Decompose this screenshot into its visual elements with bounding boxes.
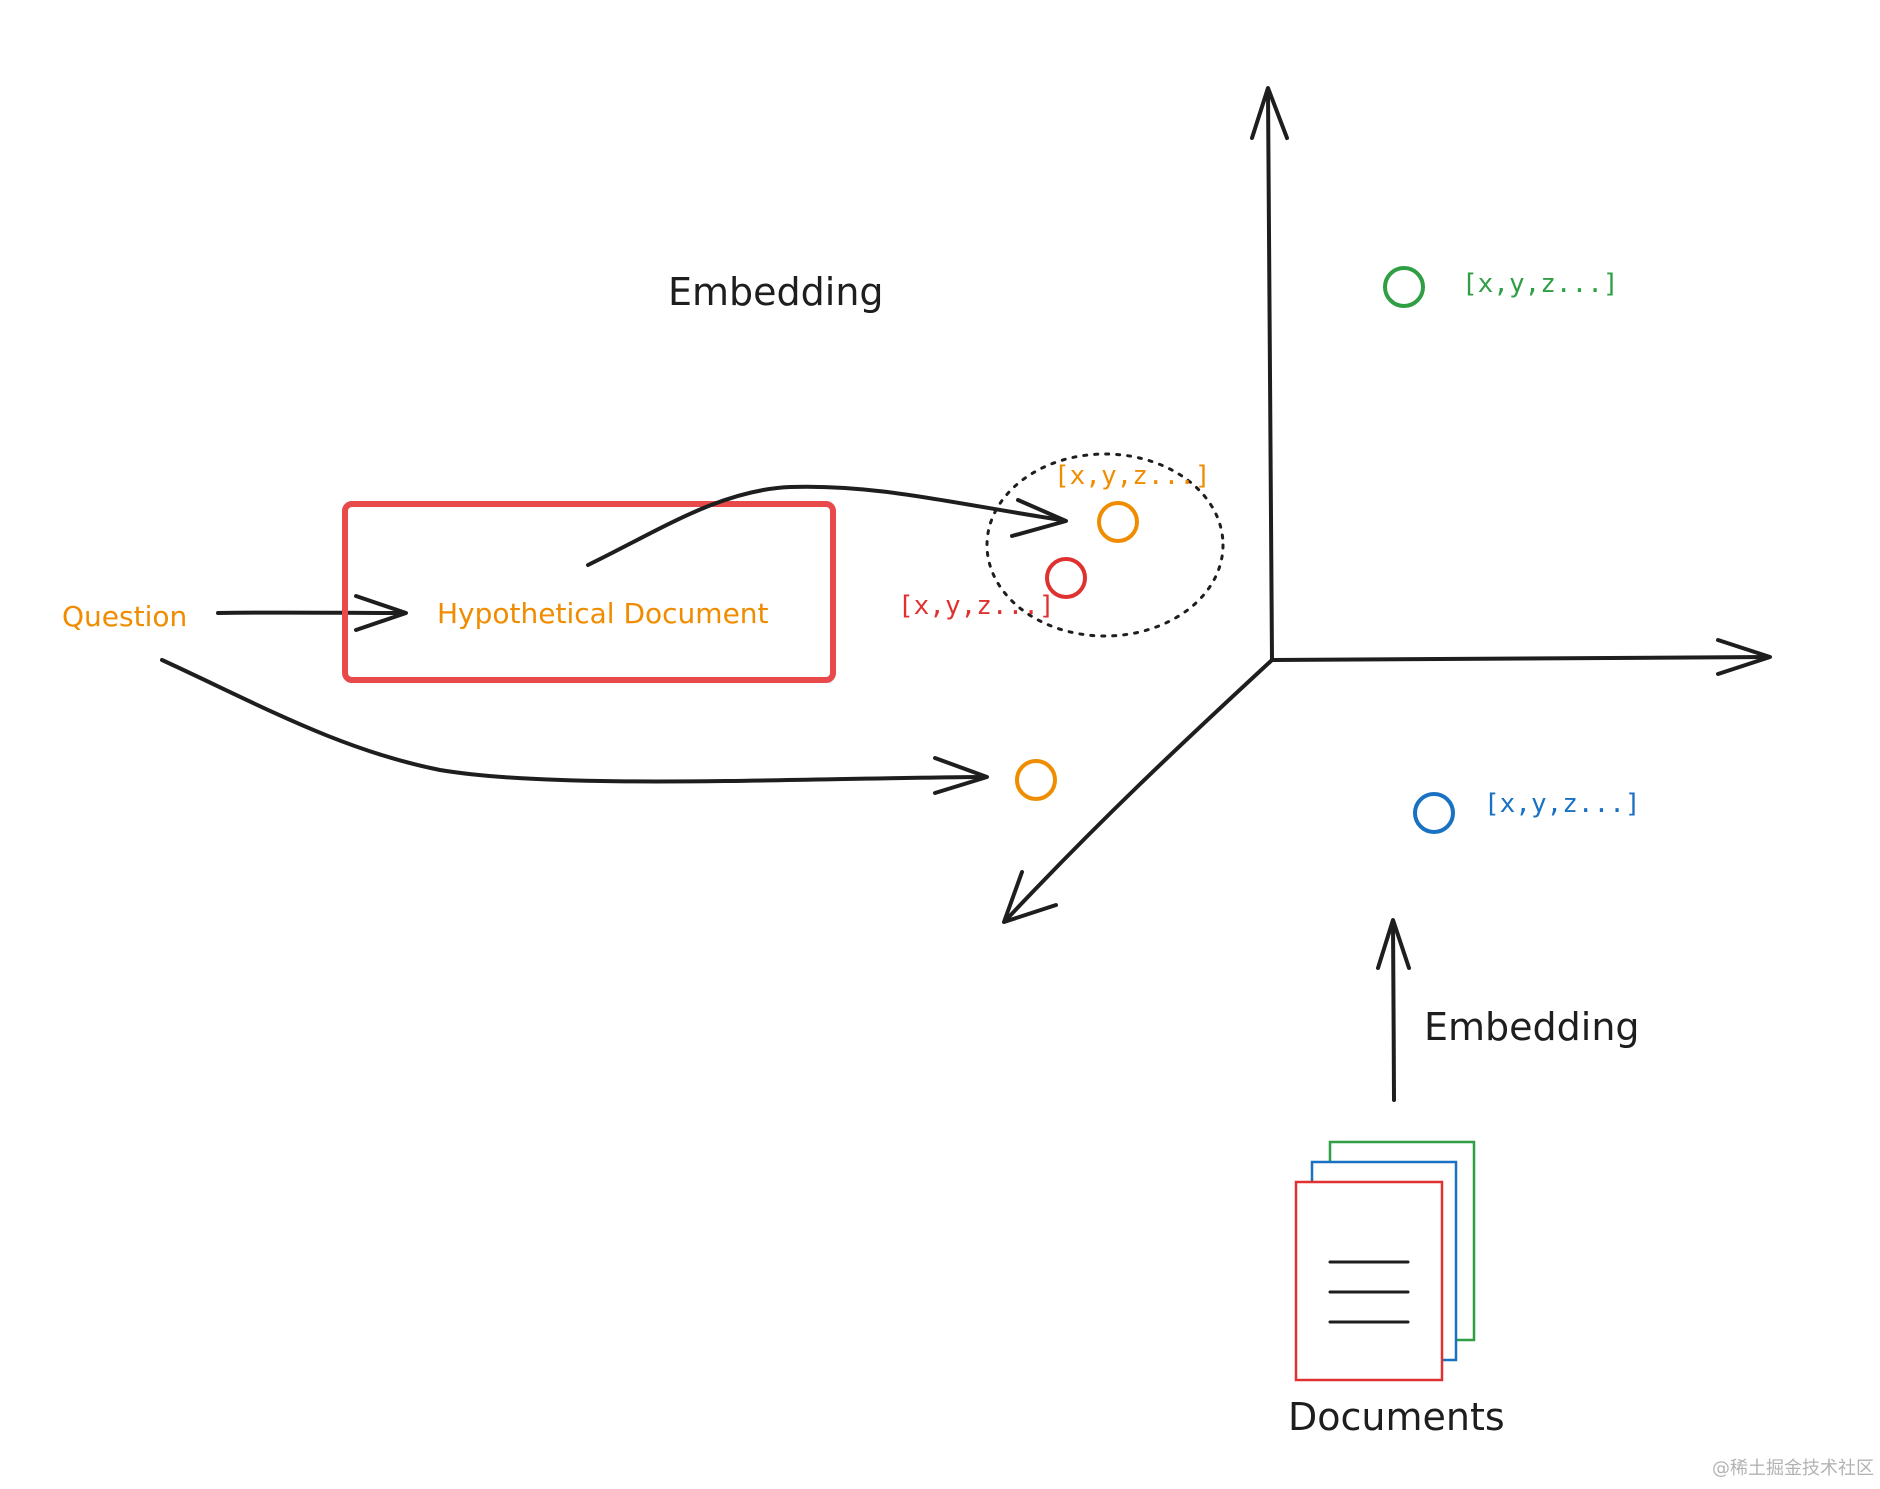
blue-document-point [1415, 794, 1453, 832]
documents-label: Documents [1288, 1395, 1505, 1439]
coord-label-red: [x,y,z...] [898, 591, 1055, 621]
hypothetical-to-cluster-arrow [588, 487, 1062, 565]
hypothetical-document-label: Hypothetical Document [437, 597, 769, 630]
coord-label-orange: [x,y,z...] [1054, 461, 1211, 491]
x-axis [1272, 657, 1768, 660]
coord-label-blue: [x,y,z...] [1484, 789, 1641, 819]
stacked-documents-icon [1296, 1142, 1474, 1380]
embedding-label-bottom: Embedding [1424, 1005, 1640, 1049]
coord-label-green: [x,y,z...] [1462, 269, 1619, 299]
green-document-point [1385, 268, 1423, 306]
hypothetical-document-point [1099, 503, 1137, 541]
question-point [1017, 761, 1055, 799]
hypothetical-document-highlight-box [345, 504, 833, 680]
embedding-label-top: Embedding [668, 270, 884, 314]
documents-to-embedding-arrow [1393, 922, 1394, 1100]
z-axis [1006, 660, 1272, 920]
watermark-text: @稀土掘金技术社区 [1712, 1458, 1874, 1479]
question-label: Question [62, 600, 187, 633]
y-axis [1268, 92, 1272, 660]
